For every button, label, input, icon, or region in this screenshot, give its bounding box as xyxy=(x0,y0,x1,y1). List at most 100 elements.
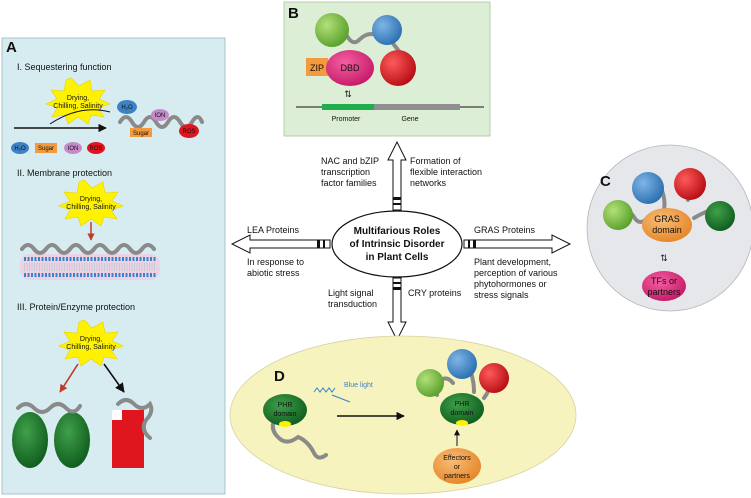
svg-text:domain: domain xyxy=(652,225,682,235)
legend-ros: ROS xyxy=(87,142,105,154)
label-nac-line1: NAC and bZIP xyxy=(321,156,379,166)
label-gras-proteins: GRAS Proteins xyxy=(474,225,536,235)
svg-text:DBD: DBD xyxy=(340,63,360,73)
panel-b-letter: B xyxy=(288,5,299,22)
svg-text:Chilling, Salinity: Chilling, Salinity xyxy=(66,344,116,351)
label-plant-dev-line3: phytohormones or xyxy=(474,279,547,289)
label-formation-line3: networks xyxy=(410,178,447,188)
arrow-right xyxy=(463,234,572,254)
svg-text:ZIP: ZIP xyxy=(310,63,324,73)
panel-c: C GRAS domain ⇅ TFs or partners xyxy=(586,144,751,312)
gras-partner-green xyxy=(603,200,633,230)
svg-text:Sugar: Sugar xyxy=(38,146,54,152)
svg-text:Chilling, Salinity: Chilling, Salinity xyxy=(66,204,116,211)
label-formation-line2: flexible interaction xyxy=(410,167,482,177)
enzyme-arrow-right xyxy=(103,363,125,393)
svg-text:H₂O: H₂O xyxy=(14,146,26,152)
svg-text:or: or xyxy=(454,464,461,471)
label-cry-proteins: CRY proteins xyxy=(408,288,462,298)
svg-text:ROS: ROS xyxy=(182,129,195,135)
phr-domain-active: PHR domain xyxy=(440,393,484,426)
svg-text:Sugar: Sugar xyxy=(133,131,149,137)
label-lea-proteins: LEA Proteins xyxy=(247,225,300,235)
cry-partner-green xyxy=(416,369,444,397)
partner-green-ball xyxy=(315,13,349,47)
arrow-left xyxy=(230,234,331,254)
label-nac-line3: factor families xyxy=(321,178,377,188)
svg-text:Drying,: Drying, xyxy=(80,336,102,343)
label-formation-line1: Formation of xyxy=(410,156,461,166)
membrane-bilayer xyxy=(20,243,160,280)
section-protein-title: III. Protein/Enzyme protection xyxy=(17,302,135,312)
binding-curve xyxy=(49,109,111,125)
enzyme-arrow-left xyxy=(59,363,79,393)
svg-text:H₂O: H₂O xyxy=(121,105,133,111)
stress-starburst-1: Drying, Chilling, Salinity xyxy=(45,77,111,125)
svg-text:PHR: PHR xyxy=(278,402,293,409)
blue-light-ray xyxy=(331,394,351,403)
panel-a-letter: A xyxy=(6,39,17,56)
promoter-label: Promoter xyxy=(332,116,361,123)
gras-equilibrium-icon: ⇅ xyxy=(660,253,668,263)
gras-domain: GRAS domain xyxy=(642,208,692,242)
gene-label: Gene xyxy=(401,116,418,123)
svg-text:GRAS: GRAS xyxy=(654,214,680,224)
cry-partner-blue xyxy=(447,349,477,379)
center-hub: Multifarious Roles of Intrinsic Disorder… xyxy=(331,210,463,278)
cry-partner-red xyxy=(479,363,509,393)
panel-a: A I. Sequestering function Drying, Chill… xyxy=(1,37,226,495)
gras-partner-blue xyxy=(632,172,664,204)
svg-text:TFs or: TFs or xyxy=(651,276,677,286)
svg-text:Effectors: Effectors xyxy=(443,455,471,462)
zip-domain: ZIP xyxy=(306,58,328,76)
panel-b: B ZIP DBD ⇅ Promoter Gene xyxy=(283,1,491,137)
gras-partner-red xyxy=(674,168,706,200)
denatured-enzyme xyxy=(112,398,154,468)
label-plant-dev-line4: stress signals xyxy=(474,290,529,300)
center-title-line1: Multifarious Roles xyxy=(354,226,441,237)
label-light-signal-line2: transduction xyxy=(328,299,377,309)
effectors-partners: Effectors or partners xyxy=(433,448,481,484)
panel-d-letter: D xyxy=(274,368,285,385)
phr-tail-inactive xyxy=(270,415,328,460)
center-title-line3: in Plant Cells xyxy=(366,252,429,263)
gene-segment xyxy=(374,104,460,110)
label-abiotic-line2: abiotic stress xyxy=(247,268,300,278)
arrow-down xyxy=(387,277,407,342)
bound-ros: ROS xyxy=(179,124,199,138)
label-light-signal-line1: Light signal xyxy=(328,288,374,298)
svg-text:partners: partners xyxy=(444,473,470,480)
gras-disordered-tails xyxy=(618,176,718,224)
protected-enzyme-pair xyxy=(12,402,90,468)
svg-text:Drying,: Drying, xyxy=(80,196,102,203)
bound-ion: ION xyxy=(151,109,169,121)
tfs-partners: TFs or partners xyxy=(642,271,686,301)
svg-text:domain: domain xyxy=(274,411,297,418)
label-plant-dev-line2: perception of various xyxy=(474,268,558,278)
promoter-segment xyxy=(322,104,374,110)
dbd-domain: DBD xyxy=(326,50,374,86)
section-membrane-title: II. Membrane protection xyxy=(17,168,112,178)
label-plant-dev-line1: Plant development, xyxy=(474,257,551,267)
bound-sugar: Sugar xyxy=(130,128,152,137)
panel-d: D PHR domain Blue light PHR domain Effec… xyxy=(229,335,577,495)
svg-text:partners: partners xyxy=(647,287,681,297)
legend-ion: ION xyxy=(64,142,82,154)
svg-text:PHR: PHR xyxy=(455,401,470,408)
stress-starburst-3: Drying, Chilling, Salinity xyxy=(58,319,124,367)
binding-equilibrium-icon: ⇅ xyxy=(344,89,352,99)
center-title-line2: of Intrinsic Disorder xyxy=(349,239,444,250)
bound-h2o: H₂O xyxy=(117,100,137,114)
svg-text:ROS: ROS xyxy=(89,146,102,152)
panel-c-letter: C xyxy=(600,173,611,190)
label-nac-line2: transcription xyxy=(321,167,370,177)
svg-text:domain: domain xyxy=(451,410,474,417)
partner-blue-ball xyxy=(372,15,402,45)
section-sequestering-title: I. Sequestering function xyxy=(17,62,112,72)
blue-light-label: Blue light xyxy=(344,382,373,389)
svg-text:ION: ION xyxy=(68,146,79,152)
lea-protein-chain xyxy=(118,115,204,129)
label-abiotic-line1: In response to xyxy=(247,257,304,267)
legend-sugar: Sugar xyxy=(35,143,57,153)
